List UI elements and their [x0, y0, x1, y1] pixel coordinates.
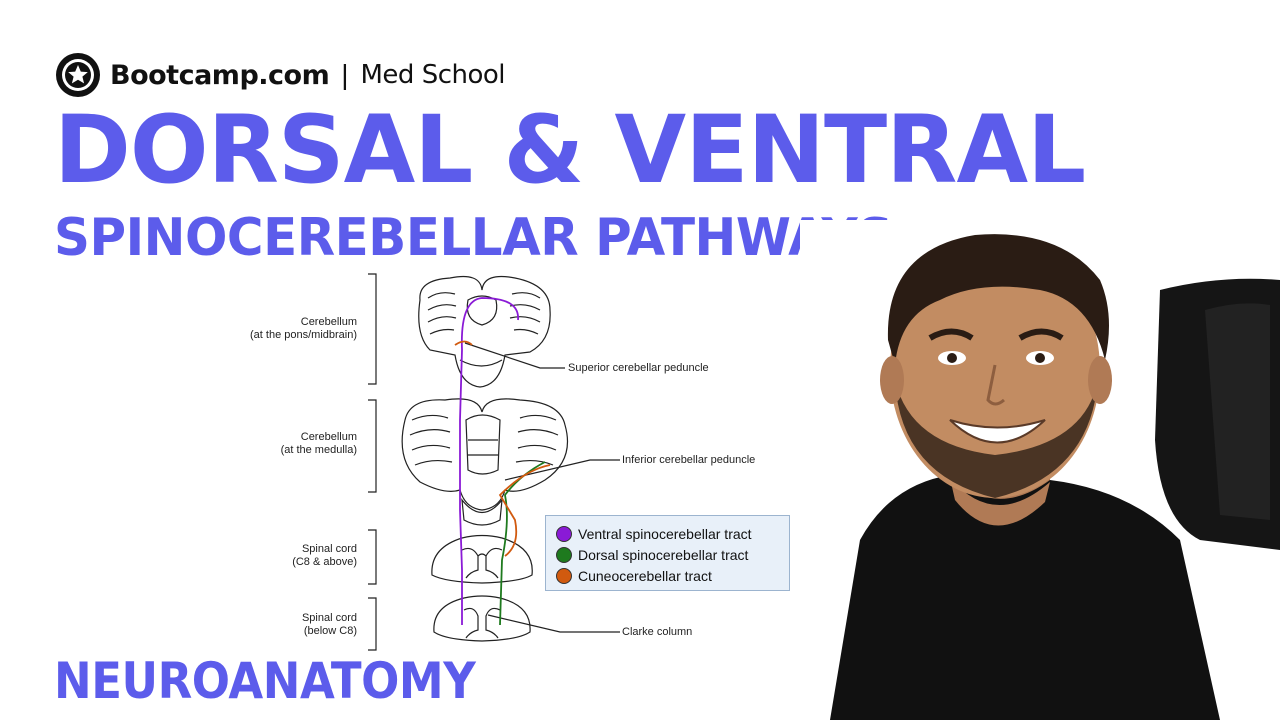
region-label-c8-above: Spinal cord (C8 & above)	[292, 543, 357, 569]
subtitle: SPINOCEREBELLAR PATHWAYS	[54, 208, 893, 268]
brand-name: Bootcamp.com	[110, 59, 330, 91]
tract-legend: Ventral spinocerebellar tract Dorsal spi…	[545, 515, 790, 591]
legend-label: Cuneocerebellar tract	[578, 567, 712, 584]
legend-item-cuneocerebellar: Cuneocerebellar tract	[556, 565, 779, 586]
legend-dot	[556, 567, 572, 584]
region-name: Spinal cord	[301, 612, 357, 624]
bracket-below-c8	[368, 597, 377, 651]
brand-header: Bootcamp.com | Med School	[54, 50, 506, 100]
region-name: Spinal cord	[301, 543, 357, 555]
callout-superior-peduncle: Superior cerebellar peduncle	[568, 362, 709, 374]
brand-section: Med School	[360, 60, 506, 90]
region-name: Cerebellum	[300, 431, 357, 443]
cerebellum-medulla-section	[401, 398, 569, 526]
region-detail: (at the pons/midbrain)	[250, 329, 357, 341]
spinal-cord-below-c8-section	[433, 595, 531, 642]
region-detail: (at the medulla)	[280, 444, 357, 456]
region-detail: (below C8)	[303, 625, 357, 637]
brand-separator: |	[341, 59, 349, 90]
region-label-below-c8: Spinal cord (below C8)	[302, 612, 357, 638]
region-label-pons: Cerebellum (at the pons/midbrain)	[250, 316, 357, 342]
footer-label: NEUROANATOMY	[54, 652, 476, 710]
main-title: DORSAL & VENTRAL	[54, 96, 1086, 205]
legend-label: Dorsal spinocerebellar tract	[578, 546, 749, 563]
region-label-medulla: Cerebellum (at the medulla)	[281, 431, 357, 457]
superior-peduncle-mark	[454, 340, 473, 346]
bracket-pons	[368, 273, 377, 385]
legend-dot	[556, 546, 572, 563]
region-name: Cerebellum	[300, 316, 357, 328]
callout-inferior-peduncle: Inferior cerebellar peduncle	[622, 454, 756, 466]
legend-label: Ventral spinocerebellar tract	[578, 525, 752, 542]
legend-item-ventral: Ventral spinocerebellar tract	[556, 523, 779, 544]
region-detail: (C8 & above)	[292, 556, 357, 568]
cerebellum-pons-section	[418, 275, 551, 388]
cuneocerebellar-tract-line	[498, 464, 551, 557]
presenter-photo	[800, 220, 1280, 720]
callout-clarke-column: Clarke column	[622, 626, 693, 638]
bracket-medulla	[368, 399, 377, 493]
callout-line-superior	[464, 342, 565, 369]
ventral-tract-line	[459, 297, 519, 625]
bracket-c8-above	[368, 529, 377, 585]
star-icon	[56, 53, 100, 97]
callout-line-clarke	[487, 614, 620, 633]
callout-line-inferior	[504, 459, 620, 481]
spinal-cord-c8-above-section	[431, 534, 533, 584]
legend-dot	[556, 525, 572, 542]
legend-item-dorsal: Dorsal spinocerebellar tract	[556, 544, 779, 565]
